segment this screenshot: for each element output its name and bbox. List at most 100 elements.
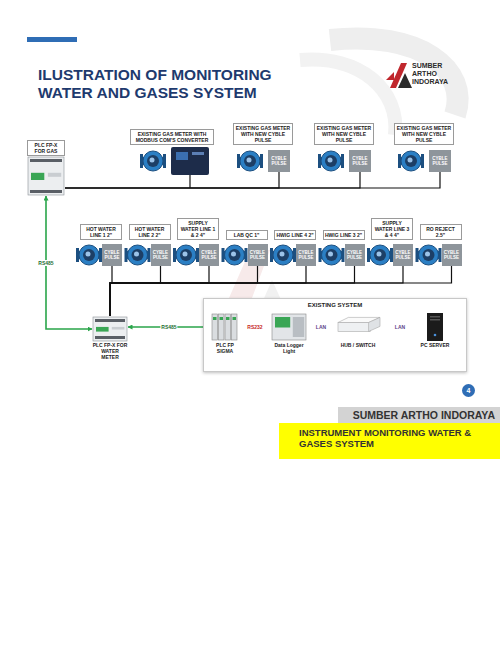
cyble-pulse-box: CYBLE PULSE (151, 244, 171, 266)
signal-label: LAN (394, 324, 406, 330)
wire (110, 266, 209, 316)
meter-label: SUPPLY WATER LINE 3 & 4 4" (371, 218, 413, 240)
wire (110, 266, 161, 316)
signal-label: RS232 (246, 324, 263, 330)
node-text: CYBLE PULSE (346, 250, 364, 261)
water-gas-meter (319, 245, 345, 265)
wire (65, 172, 279, 188)
water-gas-meter (76, 245, 102, 265)
node-text: CYBLE PULSE (103, 250, 121, 261)
node-text: CYBLE PULSE (269, 156, 289, 167)
node-text: 4 (467, 387, 471, 394)
node-text: CYBLE PULSE (249, 250, 267, 261)
logo-text: SUMBER ARTHO INDORAYA (412, 62, 456, 86)
bus-drop (189, 175, 190, 188)
cyble-pulse-box: CYBLE PULSE (296, 244, 316, 266)
device-node: PLC FP-X FOR WATER METER (92, 316, 128, 360)
cyble-pulse-box: CYBLE PULSE (199, 244, 219, 266)
modbus-converter (171, 147, 209, 175)
node-text: HUB / SWITCH (334, 342, 382, 348)
water-gas-meter (125, 245, 151, 265)
cyble-pulse-box: CYBLE PULSE (345, 244, 365, 266)
node-text: HWIG LINE 4 2" (276, 232, 314, 238)
node-text: HOT WATER LINE 1 2" (82, 226, 120, 238)
meter-label: SUPPLY WATER LINE 1 & 2 4" (177, 218, 219, 240)
node-text: SUPPLY WATER LINE 3 & 4 4" (373, 220, 411, 238)
page-number: 4 (462, 384, 475, 397)
node-text: EXISTING GAS METER WITH MODBUS COM'S CON… (132, 131, 212, 143)
meter-label: HOT WATER LINE 2 2" (129, 224, 171, 240)
node-text: PLC FP SIGMA (210, 342, 240, 354)
meter-label: EXISTING GAS METER WITH NEW CYBLE PULSE (394, 123, 454, 145)
cyble-pulse-box: CYBLE PULSE (393, 244, 413, 266)
cyble-pulse-box: CYBLE PULSE (349, 150, 371, 172)
meter-label: EXISTING GAS METER WITH MODBUS COM'S CON… (130, 129, 214, 145)
node-text: Data Logger Light (270, 342, 308, 354)
water-gas-meter (237, 151, 263, 171)
device-node: Data Logger Light (270, 312, 308, 354)
node-text: CYBLE PULSE (200, 250, 218, 261)
node-text: CYBLE PULSE (350, 156, 370, 167)
cyble-pulse-box: CYBLE PULSE (442, 244, 462, 266)
water-gas-meter (416, 245, 442, 265)
water-gas-meter (318, 151, 344, 171)
cyble-pulse-box: CYBLE PULSE (429, 150, 451, 172)
system-panel: EXISTING SYSTEM PLC FP SIGMA Data Logger L… (203, 298, 467, 372)
meter-label: EXISTING GAS METER WITH NEW CYBLE PULSE (233, 123, 293, 145)
meter-label: RO REJECT 2.5" (420, 224, 462, 240)
node-text: CYBLE PULSE (152, 250, 170, 261)
node-text: INSTRUMENT MONITORING WATER & GASES SYST… (299, 427, 494, 450)
device-icon (418, 312, 452, 342)
node-text: CYBLE PULSE (443, 250, 461, 261)
node-text: HOT WATER LINE 2 2" (131, 226, 169, 238)
cyble-pulse-box: CYBLE PULSE (268, 150, 290, 172)
meter-label: HWIG LINE 3 2" (323, 230, 365, 240)
meter-label: EXISTING GAS METER WITH NEW CYBLE PULSE (314, 123, 374, 145)
device-icon (210, 312, 240, 342)
water-gas-meter (173, 245, 199, 265)
node-text: HWIG LINE 3 2" (325, 232, 363, 238)
signal-label: RS485 (160, 324, 177, 330)
cyble-pulse-box: CYBLE PULSE (102, 244, 122, 266)
device-icon (92, 316, 128, 342)
device-icon (334, 312, 382, 342)
water-gas-meter (398, 151, 424, 171)
water-gas-meter (367, 245, 393, 265)
device-node: PC SERVER (418, 312, 452, 348)
device-icon (27, 156, 65, 196)
node-text: PLC FP-X FOR WATER METER (92, 342, 128, 360)
wire (65, 172, 360, 188)
node-text: EXISTING GAS METER WITH NEW CYBLE PULSE (235, 125, 291, 143)
wire (65, 172, 440, 188)
node-text: PC SERVER (418, 342, 452, 348)
signal-label: RS485 (37, 260, 54, 266)
plc-device: PLC FP-X FOR GAS (27, 140, 65, 196)
cyble-pulse-box: CYBLE PULSE (248, 244, 268, 266)
node-text: EXISTING GAS METER WITH NEW CYBLE PULSE (316, 125, 372, 143)
device-node: HUB / SWITCH (334, 312, 382, 348)
company-band: SUMBER ARTHO INDORAYA (338, 407, 500, 423)
node-text: CYBLE PULSE (297, 250, 315, 261)
water-gas-meter (140, 151, 166, 171)
device-icon (270, 312, 308, 342)
meter-label: HOT WATER LINE 1 2" (80, 224, 122, 240)
meter-label: LAB QC 1" (226, 230, 268, 240)
node-text: EXISTING SYSTEM (204, 302, 466, 308)
node-text: SUPPLY WATER LINE 1 & 2 4" (179, 220, 217, 238)
accent-bar (27, 37, 77, 42)
signal-label: LAN (315, 324, 327, 330)
node-text: CYBLE PULSE (430, 156, 450, 167)
node-text: CYBLE PULSE (394, 250, 412, 261)
meter-label: HWIG LINE 4 2" (274, 230, 316, 240)
logo-mark (398, 73, 412, 88)
water-gas-meter (222, 245, 248, 265)
device-node: PLC FP SIGMA (210, 312, 240, 354)
logo-mark (386, 72, 394, 80)
node-text: SUMBER ARTHO INDORAYA (343, 407, 495, 423)
page-title: ILUSTRATION OF MONITORING WATER AND GASE… (38, 66, 318, 102)
node-text: EXISTING GAS METER WITH NEW CYBLE PULSE (396, 125, 452, 143)
node-text: LAB QC 1" (228, 232, 266, 238)
subtitle-band: INSTRUMENT MONITORING WATER & GASES SYST… (279, 423, 500, 459)
water-gas-meter (270, 245, 296, 265)
